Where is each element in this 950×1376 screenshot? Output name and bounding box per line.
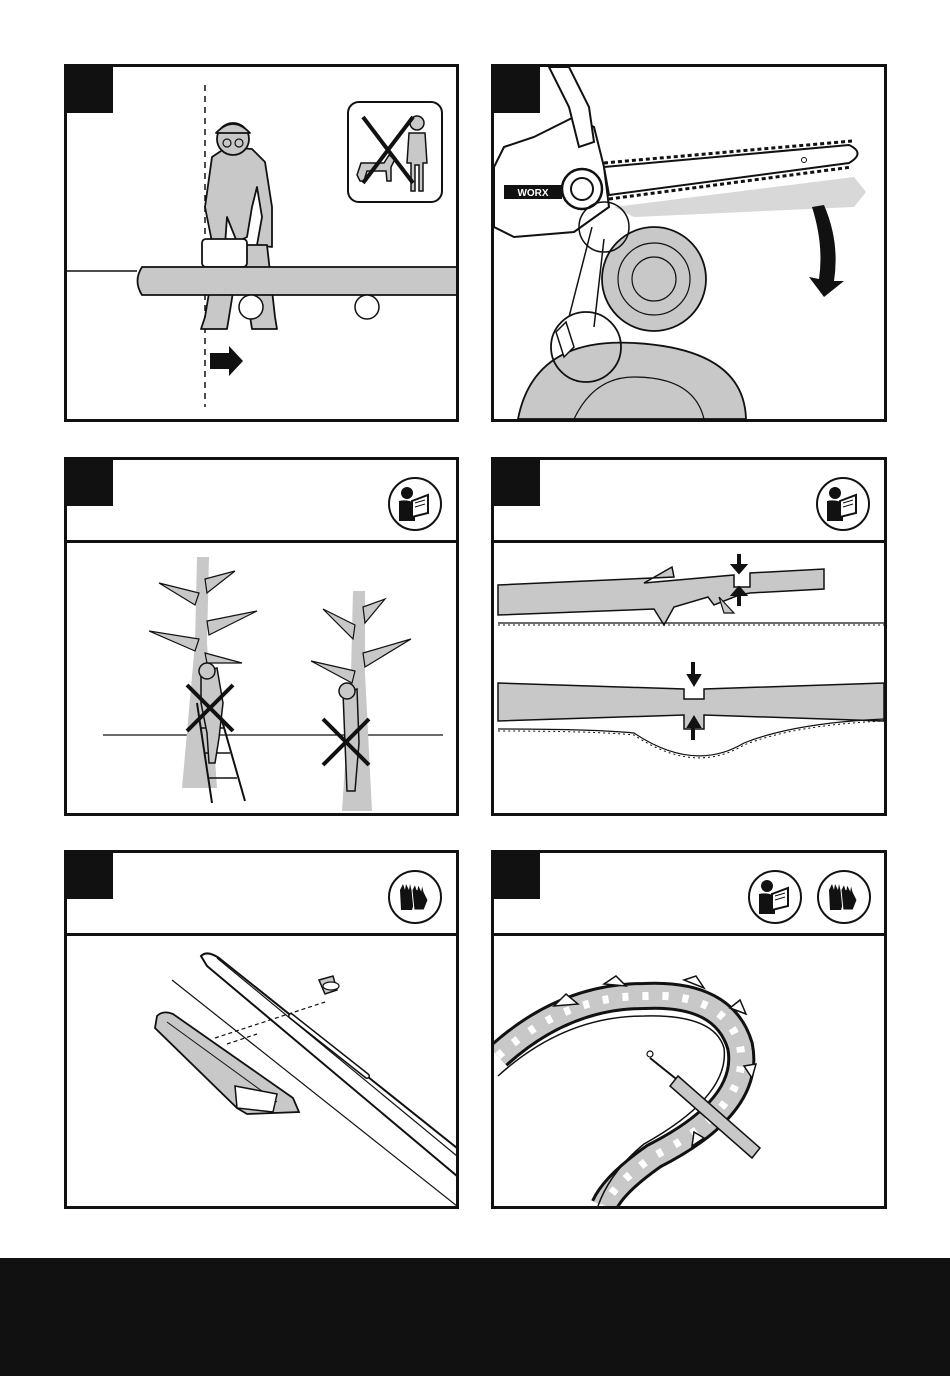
bar-assembly-illustration: [67, 936, 456, 1206]
chainsaw-cut-illustration: WORX: [494, 67, 884, 419]
chainsaw-brand-label: WORX: [517, 188, 548, 199]
step-number-badge: [67, 853, 113, 899]
log-support-illustration: [494, 543, 884, 813]
step-number-badge: [494, 853, 540, 899]
tree-climbing-illustration: [67, 543, 456, 813]
step-number-badge: [67, 460, 113, 506]
page-footer-band: [0, 1258, 950, 1376]
gloves-icon: [388, 870, 442, 924]
panel-bar-assembly: [64, 850, 459, 1209]
read-manual-icon: [816, 477, 870, 531]
panel-chain-check: [491, 850, 887, 1209]
panel-log-support: [491, 457, 887, 816]
panel-chainsaw-cut: WORX: [491, 64, 887, 422]
chain-check-illustration: [494, 936, 884, 1206]
step-number-badge: [494, 460, 540, 506]
panel-cutting-log: [64, 64, 459, 422]
no-bystanders-icon: [347, 101, 443, 203]
panel-tree-climbing-warning: [64, 457, 459, 816]
gloves-icon: [817, 870, 871, 924]
read-manual-icon: [748, 870, 802, 924]
read-manual-icon: [388, 477, 442, 531]
